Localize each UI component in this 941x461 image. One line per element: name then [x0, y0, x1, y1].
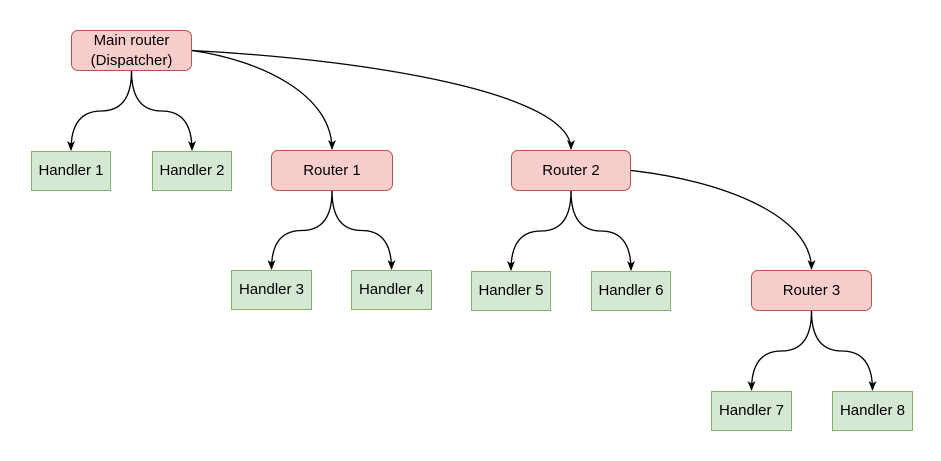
- edge-main-to-handler2: [130, 70, 196, 151]
- edge-router2-to-handler6: [570, 190, 635, 271]
- edge-main-to-router1: [191, 49, 336, 150]
- node-label-handler8: Handler 8: [839, 402, 906, 420]
- node-router3: Router 3: [751, 270, 872, 311]
- node-label-handler3: Handler 3: [238, 281, 305, 299]
- node-label-handler1: Handler 1: [38, 162, 104, 180]
- node-handler4: Handler 4: [351, 270, 432, 310]
- edge-router2-to-handler5: [507, 190, 572, 271]
- edge-router3-to-handler7: [747, 310, 813, 391]
- node-router2: Router 2: [511, 150, 631, 191]
- node-handler1: Handler 1: [31, 151, 111, 191]
- node-handler5: Handler 5: [471, 271, 551, 311]
- node-main: Main router (Dispatcher): [71, 30, 192, 71]
- edge-main-to-router2: [191, 49, 575, 150]
- edge-router1-to-handler4: [331, 190, 396, 270]
- node-label-router2: Router 2: [542, 161, 600, 179]
- node-label-handler2: Handler 2: [159, 162, 225, 180]
- node-label-handler4: Handler 4: [358, 281, 425, 299]
- node-handler6: Handler 6: [591, 271, 671, 311]
- node-handler3: Handler 3: [231, 270, 312, 310]
- edge-router3-to-handler8: [810, 310, 877, 391]
- node-router1: Router 1: [271, 150, 393, 191]
- node-handler7: Handler 7: [711, 391, 792, 431]
- edge-main-to-handler1: [67, 70, 133, 151]
- node-label-main: Main router (Dispatcher): [90, 32, 173, 69]
- edge-router2-to-router3: [630, 169, 816, 270]
- node-label-handler6: Handler 6: [598, 282, 664, 300]
- node-label-router1: Router 1: [303, 161, 361, 179]
- node-label-handler5: Handler 5: [478, 282, 544, 300]
- node-handler2: Handler 2: [152, 151, 232, 191]
- edge-router1-to-handler3: [267, 190, 333, 270]
- node-handler8: Handler 8: [832, 391, 913, 431]
- node-label-router3: Router 3: [782, 281, 841, 299]
- node-label-handler7: Handler 7: [718, 402, 785, 420]
